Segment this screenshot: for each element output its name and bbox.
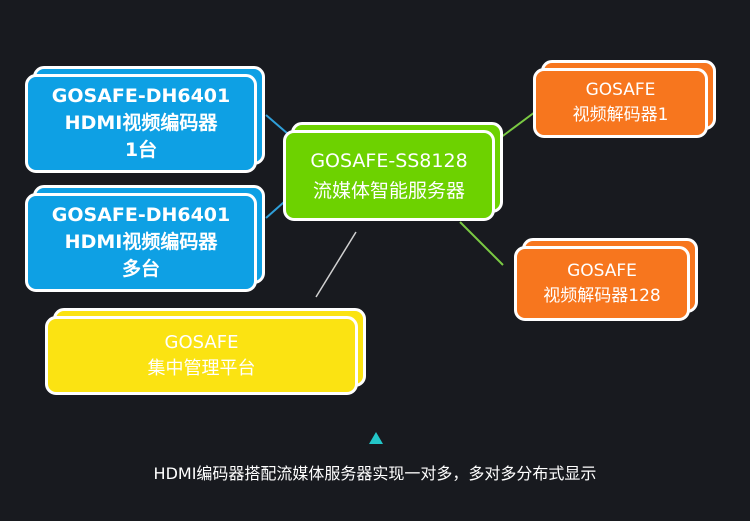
- decoder-1-type: 视频解码器1: [572, 105, 669, 125]
- decoder-128-brand: GOSAFE: [567, 260, 637, 281]
- connector-server-decoder-128: [459, 221, 504, 266]
- decoder-128-type: 视频解码器128: [543, 285, 661, 306]
- encoder-single-count: 1台: [124, 139, 158, 161]
- encoder-single-node: GOSAFE-DH6401 HDMI视频编码器 1台: [25, 66, 265, 173]
- connector-server-platform: [315, 231, 357, 298]
- encoder-multi-node: GOSAFE-DH6401 HDMI视频编码器 多台: [25, 185, 265, 292]
- encoder-multi-count: 多台: [121, 258, 160, 280]
- encoder-multi-type: HDMI视频编码器: [64, 231, 218, 253]
- diagram-caption: HDMI编码器搭配流媒体服务器实现一对多，多对多分布式显示: [153, 464, 597, 483]
- connector-server-decoder-1: [499, 111, 536, 139]
- platform-type: 集中管理平台: [147, 357, 256, 379]
- server-node: GOSAFE-SS8128 流媒体智能服务器: [283, 122, 503, 221]
- encoder-single-model: GOSAFE-DH6401: [51, 85, 231, 107]
- decoder-1-brand: GOSAFE: [585, 80, 656, 100]
- decoder-1-node: GOSAFE 视频解码器1: [533, 60, 716, 138]
- triangle-up-icon: [369, 432, 383, 444]
- platform-brand: GOSAFE: [164, 331, 239, 353]
- server-model: GOSAFE-SS8128: [310, 149, 468, 172]
- server-type: 流媒体智能服务器: [312, 179, 465, 202]
- decoder-128-node: GOSAFE 视频解码器128: [514, 238, 698, 321]
- encoder-multi-model: GOSAFE-DH6401: [51, 204, 231, 226]
- platform-node: GOSAFE 集中管理平台: [45, 308, 366, 395]
- encoder-single-type: HDMI视频编码器: [64, 112, 218, 134]
